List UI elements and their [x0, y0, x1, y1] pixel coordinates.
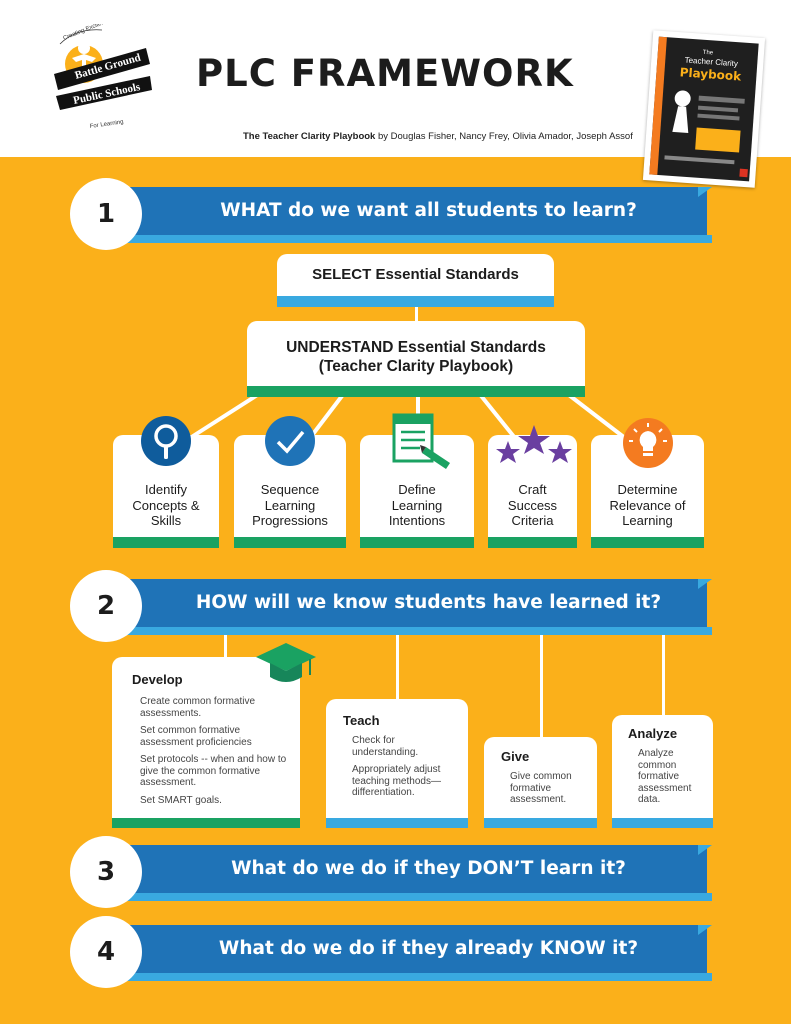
teach-items: Check for understanding. Appropriately a… [352, 735, 462, 805]
graduation-cap-icon [256, 643, 316, 682]
define-intentions-card: Define Learning Intentions [360, 413, 474, 548]
checkmark-icon [265, 416, 315, 466]
develop-item: Create common formative assessments. [140, 696, 256, 719]
teach-card: Teach Check for understanding. Appropria… [326, 699, 468, 828]
develop-card: Develop Create common formative assessme… [112, 643, 316, 828]
select-standards-label: SELECT Essential Standards [312, 266, 519, 283]
label-line: Relevance of [609, 497, 686, 513]
give-card: Give Give common formative assessment. [484, 737, 597, 828]
connector [224, 635, 227, 657]
label-line: Intentions [388, 513, 446, 528]
understand-standards-card: UNDERSTAND Essential Standards (Teacher … [247, 321, 585, 397]
analyze-items: Analyze common formative assessment data… [638, 748, 706, 812]
lightbulb-icon [623, 418, 673, 468]
notepad-icon [392, 413, 450, 469]
label-line: Success [507, 497, 558, 513]
determine-relevance-card: Determine Relevance of Learning [591, 418, 704, 548]
label-line: Define [398, 482, 436, 497]
question-3-number: 3 [70, 836, 142, 908]
question-4-number: 4 [70, 916, 142, 988]
page-subtitle: The Teacher Clarity Playbook by Douglas … [243, 131, 633, 142]
identify-concepts-label: Identify Concepts & Skills [113, 482, 219, 529]
develop-item: Set protocols -- when and how to give th… [140, 754, 287, 788]
craft-criteria-label: Craft Success Criteria [488, 482, 577, 529]
label-line: Identify [145, 482, 187, 497]
understand-line1: UNDERSTAND Essential Standards [286, 339, 546, 356]
analyze-item: Analyze common formative assessment data… [638, 748, 692, 805]
stars-icon [496, 425, 572, 463]
page-title: PLC FRAMEWORK [196, 52, 574, 95]
understand-line2: (Teacher Clarity Playbook) [318, 358, 514, 375]
develop-item: Set SMART goals. [140, 794, 222, 806]
question-4-text: What do we do if they already KNOW it? [218, 938, 639, 959]
select-standards-card: SELECT Essential Standards [277, 254, 554, 307]
connector [540, 635, 543, 737]
define-intentions-label: Define Learning Intentions [360, 482, 474, 529]
teach-title: Teach [343, 713, 380, 728]
book-title-1: The [703, 50, 714, 57]
logo-bottom-text: For Learning [89, 119, 124, 130]
develop-items: Create common formative assessments. Set… [140, 696, 292, 812]
develop-title: Develop [132, 672, 183, 687]
label-line: Sequence [260, 482, 320, 497]
school-logo: Creating Excitement Battle Ground Public… [54, 24, 152, 130]
identify-concepts-card: Identify Concepts & Skills [113, 416, 219, 548]
question-1-text: WHAT do we want all students to learn? [220, 200, 637, 221]
label-line: Craft [518, 482, 547, 497]
label-line: Learning [264, 497, 316, 513]
question-2-number: 2 [70, 570, 142, 642]
book-cover-art: The Teacher Clarity Playbook [649, 36, 759, 182]
teach-item: Check for understanding. [352, 735, 419, 758]
question-1-number: 1 [70, 178, 142, 250]
teach-item: Appropriately adjust teaching methods—di… [352, 764, 441, 798]
question-1-banner: WHAT do we want all students to learn? [90, 187, 712, 247]
book-title-2: Teacher Clarity [684, 56, 738, 69]
question-3-text: What do we do if they DON’T learn it? [231, 858, 626, 879]
label-line: Progressions [252, 513, 328, 528]
determine-relevance-label: Determine Relevance of Learning [591, 482, 704, 529]
magnifier-icon [141, 416, 191, 466]
give-items: Give common formative assessment. [510, 771, 592, 812]
label-line: Skills [150, 513, 182, 528]
subtitle-book-title: The Teacher Clarity Playbook [243, 131, 376, 142]
label-line: Learning [391, 497, 443, 513]
logo-line2: Public Schools [72, 81, 142, 107]
sequence-progressions-card: Sequence Learning Progressions [234, 416, 346, 548]
question-2-banner: HOW will we know students have learned i… [90, 579, 712, 639]
book-cover: The Teacher Clarity Playbook [642, 30, 766, 188]
sequence-progressions-label: Sequence Learning Progressions [234, 482, 346, 529]
label-line: Determine [617, 482, 678, 497]
book-title-3: Playbook [679, 65, 742, 83]
logo-top-text: Creating Excitement [63, 24, 116, 42]
connector [396, 635, 399, 699]
give-item: Give common formative assessment. [510, 771, 572, 805]
craft-criteria-card: Craft Success Criteria [488, 425, 577, 548]
question-4-banner: What do we do if they already KNOW it? [90, 925, 712, 985]
analyze-title: Analyze [628, 726, 678, 741]
develop-item: Set common formative assessment proficie… [140, 725, 252, 748]
label-line: Concepts & [132, 497, 200, 513]
give-title: Give [501, 749, 530, 764]
subtitle-authors: by Douglas Fisher, Nancy Frey, Olivia Am… [375, 131, 633, 142]
connector [415, 306, 418, 324]
question-2-text: HOW will we know students have learned i… [195, 592, 662, 613]
label-line: Learning [622, 513, 673, 528]
analyze-card: Analyze Analyze common formative assessm… [612, 715, 713, 828]
connector [662, 635, 665, 715]
label-line: Criteria [511, 513, 554, 528]
question-3-banner: What do we do if they DON’T learn it? [90, 845, 712, 905]
